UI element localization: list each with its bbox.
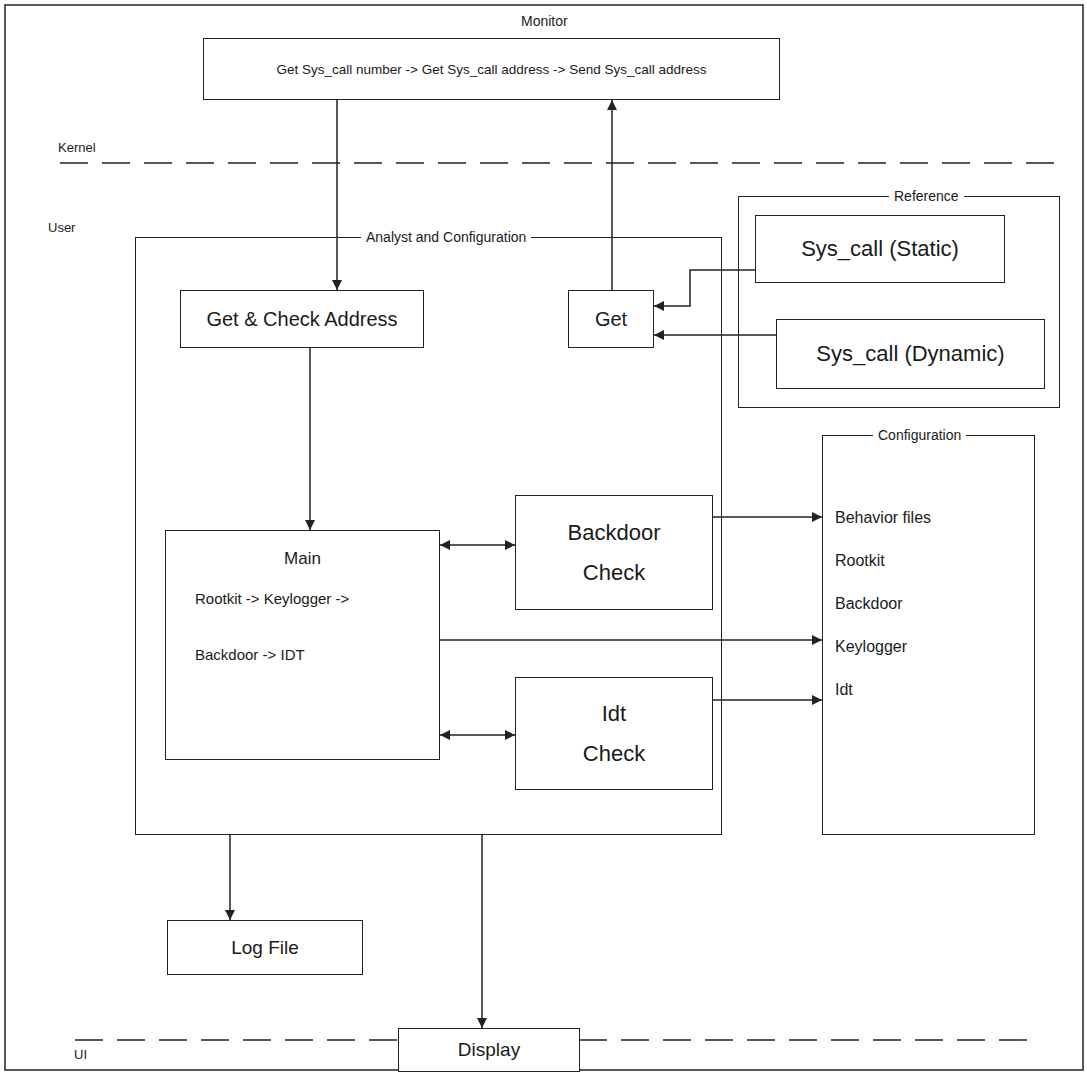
output-box: Log File xyxy=(167,920,363,975)
analyst-region: Analyst and ConfigurationGet & Check Add… xyxy=(135,237,722,835)
flow-arrow xyxy=(611,100,613,290)
reference-box: Sys_call (Static) xyxy=(755,215,1005,283)
box-label: Sys_call (Static) xyxy=(801,236,959,262)
box-label: Sys_call (Dynamic) xyxy=(816,341,1004,367)
reference-box: Sys_call (Dynamic) xyxy=(776,319,1045,389)
flow-arrow xyxy=(440,544,515,546)
flow-arrow xyxy=(654,270,755,306)
process-box: Get xyxy=(568,290,654,348)
region-heading: Monitor xyxy=(516,12,573,30)
flow-arrow xyxy=(654,334,776,336)
region-heading: Analyst and Configuration xyxy=(361,228,531,246)
box-label: Backdoor Check xyxy=(568,513,661,592)
reference-region: ReferenceSys_call (Static)Sys_call (Dyna… xyxy=(738,196,1060,408)
box-label: Get & Check Address xyxy=(206,308,397,331)
flow-arrow xyxy=(440,734,515,736)
flow-arrow xyxy=(713,699,822,701)
box-label: Get xyxy=(595,308,627,331)
box-label: Display xyxy=(458,1039,520,1061)
configuration-region: ConfigurationBehavior filesRootkitBackdo… xyxy=(822,435,1035,835)
box-body: Get Sys_call number -> Get Sys_call addr… xyxy=(277,62,707,77)
config-item: Idt xyxy=(835,668,1034,711)
region-heading: Configuration xyxy=(873,426,966,444)
check-box: Backdoor Check xyxy=(515,495,713,610)
region-heading: Reference xyxy=(889,187,964,205)
display-box: Display xyxy=(398,1028,580,1072)
flow-arrow xyxy=(309,348,311,530)
box-title: Main xyxy=(284,547,321,571)
process-box: Get & Check Address xyxy=(180,290,424,348)
flow-arrow xyxy=(336,100,338,290)
box-label: Log File xyxy=(231,937,299,959)
flow-arrow xyxy=(481,835,483,1028)
flow-arrow xyxy=(229,835,231,920)
flow-arrow xyxy=(440,639,822,641)
monitor-box: MonitorGet Sys_call number -> Get Sys_ca… xyxy=(203,38,780,100)
config-item: Rootkit xyxy=(835,539,1034,582)
flow-arrow xyxy=(713,516,822,518)
layer-label: Kernel xyxy=(58,140,96,156)
config-item: Behavior files xyxy=(835,496,1034,539)
layer-label: User xyxy=(48,220,75,236)
box-body: Rootkit -> Keylogger -> Backdoor -> IDT xyxy=(195,571,410,683)
main-box: MainRootkit -> Keylogger -> Backdoor -> … xyxy=(165,530,440,760)
config-item: Backdoor xyxy=(835,582,1034,625)
kernel-user-divider xyxy=(60,162,1060,164)
check-box: Idt Check xyxy=(515,677,713,790)
box-label: Idt Check xyxy=(583,694,645,773)
page-frame xyxy=(5,5,1083,1070)
layer-label: UI xyxy=(74,1047,87,1063)
config-item: Keylogger xyxy=(835,625,1034,668)
